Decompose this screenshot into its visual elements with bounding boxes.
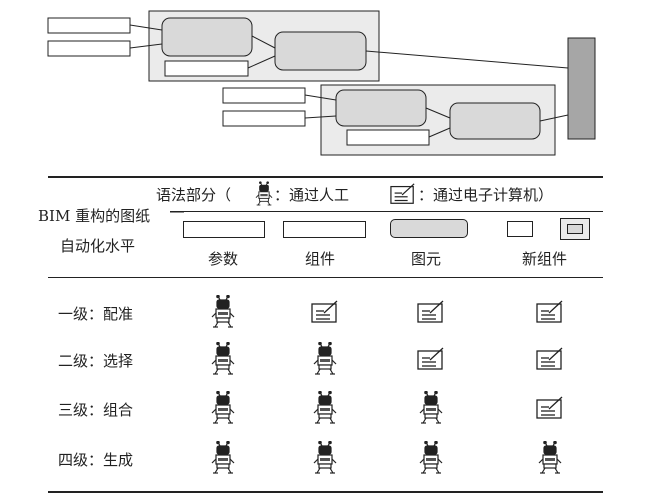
- legend-computer-text: ：通过电子计算机）: [418, 186, 554, 204]
- computer-screen-icon: [416, 295, 446, 329]
- robot-icon: [253, 180, 275, 212]
- param-box-2a: [222, 87, 306, 104]
- column-title-new-components: 新组件: [522, 250, 568, 268]
- param-box-1a: [47, 17, 131, 34]
- connector: [365, 50, 569, 69]
- computer-screen-icon: [535, 295, 565, 329]
- connector: [539, 114, 569, 122]
- table-bottom-rule: [48, 491, 603, 493]
- element-box-1a: [161, 17, 253, 57]
- element-box-2b: [449, 102, 541, 140]
- row-label: 二级：选择: [58, 352, 134, 370]
- header-rule: [48, 277, 603, 278]
- computer-screen-icon: [389, 181, 417, 211]
- component-box-2: [346, 129, 430, 146]
- robot-icon: [310, 342, 340, 376]
- robot-icon: [310, 391, 340, 425]
- connector: [428, 127, 451, 138]
- table-top-rule: [48, 176, 603, 178]
- robot-icon: [208, 441, 238, 475]
- connector: [251, 35, 276, 49]
- level-title-line2: 自动化水平: [60, 237, 136, 255]
- connector: [304, 115, 337, 119]
- header-slash: [170, 211, 184, 213]
- param-box-1b: [47, 40, 131, 57]
- element-legend-box: [390, 219, 468, 238]
- level-title-line1: BIM 重构的图纸: [38, 207, 151, 225]
- output-bar: [567, 37, 596, 140]
- computer-screen-icon: [535, 342, 565, 376]
- robot-icon: [208, 295, 238, 329]
- bim-reconstruction-diagram: [47, 10, 596, 156]
- computer-screen-icon: [535, 391, 565, 425]
- robot-icon: [208, 342, 238, 376]
- connector: [247, 55, 276, 69]
- legend-human-text: ：通过人工: [274, 186, 350, 204]
- new-component-legend-box: [507, 221, 533, 237]
- param-box-2b: [222, 110, 306, 127]
- robot-icon: [208, 391, 238, 425]
- row-label: 三级：组合: [58, 401, 134, 419]
- robot-icon: [416, 391, 446, 425]
- robot-icon: [416, 441, 446, 475]
- connector: [129, 24, 163, 31]
- new-component-inner-box: [567, 224, 583, 234]
- row-label: 四级：生成: [58, 451, 134, 469]
- robot-icon: [535, 441, 565, 475]
- connector: [425, 107, 451, 119]
- component-legend-box: [283, 221, 366, 238]
- computer-screen-icon: [416, 342, 446, 376]
- column-title-elements: 图元: [411, 250, 442, 268]
- param-legend-box: [183, 221, 265, 238]
- element-box-1b: [274, 31, 367, 71]
- row-label: 一级：配准: [58, 305, 134, 323]
- column-title-components: 组件: [305, 250, 336, 268]
- column-title-params: 参数: [208, 250, 239, 268]
- element-box-2a: [335, 89, 427, 127]
- robot-icon: [310, 441, 340, 475]
- legend-rule: [170, 211, 603, 212]
- connector: [304, 94, 337, 101]
- new-component-group-legend-box: [560, 218, 590, 240]
- connector: [129, 43, 163, 49]
- legend-title: 语法部分（: [156, 186, 232, 204]
- component-box-1: [164, 60, 249, 77]
- computer-screen-icon: [310, 295, 340, 329]
